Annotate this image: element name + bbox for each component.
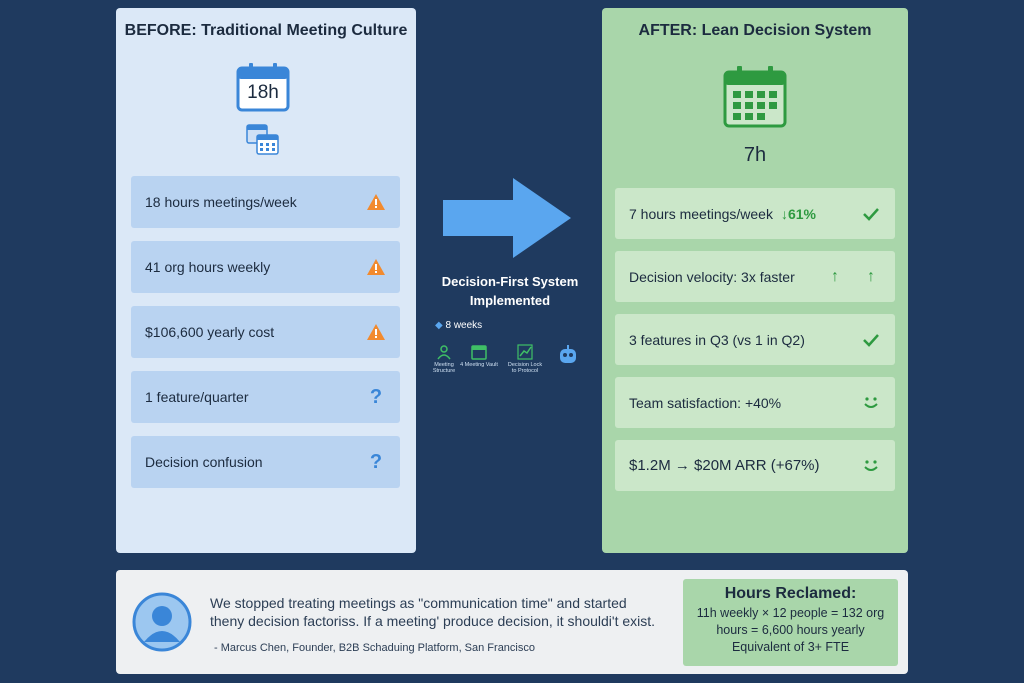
- person-icon: [437, 345, 451, 360]
- chart-icon: [517, 344, 533, 360]
- hours-reclaimed-box: Hours Reclamed: 11h weekly × 12 people =…: [683, 579, 898, 666]
- question-icon: ?: [369, 385, 383, 408]
- before-item: 1 feature/quarter ?: [131, 371, 400, 423]
- quote-author: - Marcus Chen, Founder, B2B Schaduing Pl…: [214, 642, 535, 654]
- before-item: 18 hours meetings/week: [131, 176, 400, 228]
- after-item: $1.2M → $20M ARR (+67%): [615, 440, 895, 491]
- warning-icon: [366, 192, 386, 212]
- step-decision-lock: Decision Lock to Protocol: [505, 344, 545, 374]
- check-icon: [861, 330, 881, 350]
- before-item: $106,600 yearly cost: [131, 306, 400, 358]
- warning-icon: [366, 322, 386, 342]
- calendar-icon: 18h: [236, 62, 290, 112]
- right-arrow-icon: [443, 178, 571, 263]
- step-robot: [548, 344, 588, 368]
- before-item: Decision confusion ?: [131, 436, 400, 488]
- testimonial-panel: We stopped treating meetings as "communi…: [116, 570, 908, 674]
- calendar-icon: [471, 345, 487, 360]
- hours-reclaimed-body: 11h weekly × 12 people = 132 org hours =…: [696, 606, 885, 654]
- before-panel: BEFORE: Traditional Meeting Culture 18h …: [116, 8, 416, 553]
- after-panel: AFTER: Lean Decision System 7h 7 hours m…: [602, 8, 908, 553]
- duration-label: ◆ 8 weeks: [435, 320, 483, 331]
- calendar-value: 7h: [743, 144, 767, 166]
- transition-title: Decision-First System Implemented: [441, 274, 579, 308]
- smile-icon: [861, 456, 881, 476]
- avatar: [132, 592, 192, 657]
- calendar-value: 18h: [247, 82, 279, 103]
- after-title: AFTER: Lean Decision System: [638, 22, 872, 39]
- diamond-icon: ◆: [435, 320, 443, 331]
- percent-change: ↓61%: [780, 205, 816, 222]
- quote-text: We stopped treating meetings as "communi…: [210, 595, 656, 629]
- calendar-stack-icon: [246, 124, 280, 161]
- question-icon: ?: [369, 450, 383, 473]
- step-meeting-structure: Meeting Structure: [424, 344, 464, 374]
- hours-reclaimed-title: Hours Reclamed:: [724, 585, 857, 602]
- after-item: 7 hours meetings/week ↓61%: [615, 188, 895, 239]
- warning-icon: [366, 257, 386, 277]
- smile-icon: [861, 393, 881, 413]
- after-item: Team satisfaction: +40%: [615, 377, 895, 428]
- before-title: BEFORE: Traditional Meeting Culture: [124, 22, 408, 39]
- after-item: 3 features in Q3 (vs 1 in Q2): [615, 314, 895, 365]
- up-arrow-icon: ↑: [867, 267, 875, 285]
- after-item: Decision velocity: 3x faster ↑ ↑: [615, 251, 895, 302]
- robot-icon: [560, 345, 576, 363]
- calendar-icon: [723, 66, 787, 133]
- step-meeting-vault: 4 Meeting Vault: [459, 344, 499, 368]
- up-arrow-icon: ↑: [831, 267, 839, 285]
- check-icon: [861, 204, 881, 224]
- before-item: 41 org hours weekly: [131, 241, 400, 293]
